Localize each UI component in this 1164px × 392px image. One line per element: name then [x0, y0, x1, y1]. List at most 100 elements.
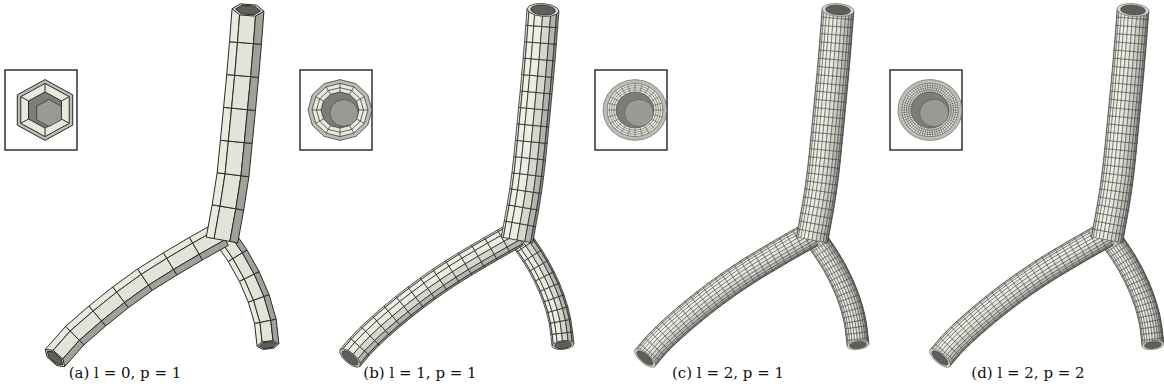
mesh-edge [61, 119, 69, 123]
mesh-face [434, 289, 447, 299]
mesh-face [832, 245, 836, 251]
mesh-face [792, 256, 799, 260]
mesh-face [673, 339, 679, 345]
mesh-edge [61, 97, 69, 101]
mesh-face [766, 270, 773, 275]
mesh-face [849, 44, 851, 52]
mesh-face [1124, 218, 1127, 226]
mesh-face [977, 328, 984, 334]
mesh-face [1159, 313, 1161, 319]
mesh-face [1074, 262, 1081, 267]
mesh-face [968, 339, 974, 345]
mesh-face [684, 329, 690, 335]
mesh-face [773, 267, 780, 271]
mesh-face [865, 326, 867, 332]
mesh-face [1093, 251, 1100, 256]
mesh-face [848, 69, 849, 77]
mesh-face [1049, 277, 1056, 282]
mesh-face [843, 102, 845, 110]
mesh-edge [356, 119, 364, 123]
wall-layer [614, 90, 657, 130]
mesh-face [510, 244, 524, 253]
mesh-face [742, 286, 748, 290]
mesh-face [786, 260, 793, 264]
outlet-opening [637, 351, 653, 365]
mesh-face [863, 313, 865, 320]
mesh-face [839, 143, 841, 151]
mesh-face [845, 85, 847, 93]
mesh-face [199, 240, 228, 260]
mesh-face [539, 176, 543, 193]
mesh-face [846, 266, 849, 272]
mesh-face [1001, 311, 1008, 317]
mesh-face [729, 293, 736, 298]
mesh-face [855, 289, 858, 295]
mesh-edge [350, 126, 355, 133]
mesh-face [718, 303, 724, 308]
mesh-face [671, 338, 678, 344]
mesh-face [843, 119, 844, 127]
mesh-face [550, 77, 554, 94]
mesh-face [1156, 301, 1158, 307]
mesh-face [865, 319, 866, 325]
inset-frame [595, 70, 667, 150]
mesh-panel [300, 4, 574, 368]
mesh-face [866, 326, 867, 332]
mesh-face [850, 28, 852, 36]
mesh-face [701, 316, 707, 321]
mesh-edge [615, 91, 621, 97]
mesh-face [963, 344, 969, 350]
mesh-face [847, 77, 848, 85]
mesh-face [566, 307, 570, 320]
mesh-face [102, 302, 129, 326]
mesh-face [985, 326, 991, 331]
mesh-face [990, 320, 996, 326]
mesh-face [1132, 168, 1135, 177]
mesh-face [1129, 185, 1132, 194]
mesh-face [842, 118, 844, 126]
mesh-face [1024, 293, 1031, 298]
mesh-face [497, 251, 511, 260]
mesh-face [236, 176, 249, 210]
mesh-face [389, 325, 401, 336]
mesh-face [730, 294, 736, 299]
lumen [321, 92, 359, 128]
mesh-face [690, 326, 696, 331]
mesh-face [864, 313, 866, 319]
outlet-opening [531, 5, 556, 15]
mesh-edge [611, 119, 619, 123]
mesh-face [852, 28, 853, 36]
mesh-edge [640, 127, 642, 135]
mesh-face [1100, 247, 1107, 252]
mesh-face [829, 226, 831, 234]
mesh-face [843, 127, 844, 135]
mesh-face [953, 354, 959, 360]
mesh-edge [648, 123, 654, 129]
mesh-face [1146, 277, 1149, 283]
mesh-face [841, 143, 842, 151]
lumen-interior [37, 99, 62, 126]
mesh-edge [608, 103, 617, 105]
mesh-face [835, 250, 839, 256]
mesh-face [713, 307, 719, 312]
mesh-face [1157, 307, 1159, 313]
mesh-edge [645, 126, 650, 133]
mesh-panel [595, 4, 869, 368]
mesh-face [254, 272, 269, 297]
mesh-face [990, 321, 996, 326]
mesh-face [1161, 332, 1163, 338]
mesh-edge [340, 128, 341, 137]
lumen-interior [625, 99, 654, 126]
mesh-face [1125, 240, 1129, 245]
mesh-face [846, 69, 848, 77]
mesh-face [842, 261, 846, 267]
mesh-face [736, 290, 742, 295]
mesh-face [718, 302, 725, 307]
mesh-face [1132, 177, 1134, 185]
mesh-face [1068, 267, 1075, 271]
mesh-face [851, 277, 854, 283]
mesh-face [827, 235, 829, 243]
outlet-opening [1144, 341, 1161, 348]
mesh-tube [1100, 230, 1164, 346]
mesh-face [706, 311, 713, 317]
